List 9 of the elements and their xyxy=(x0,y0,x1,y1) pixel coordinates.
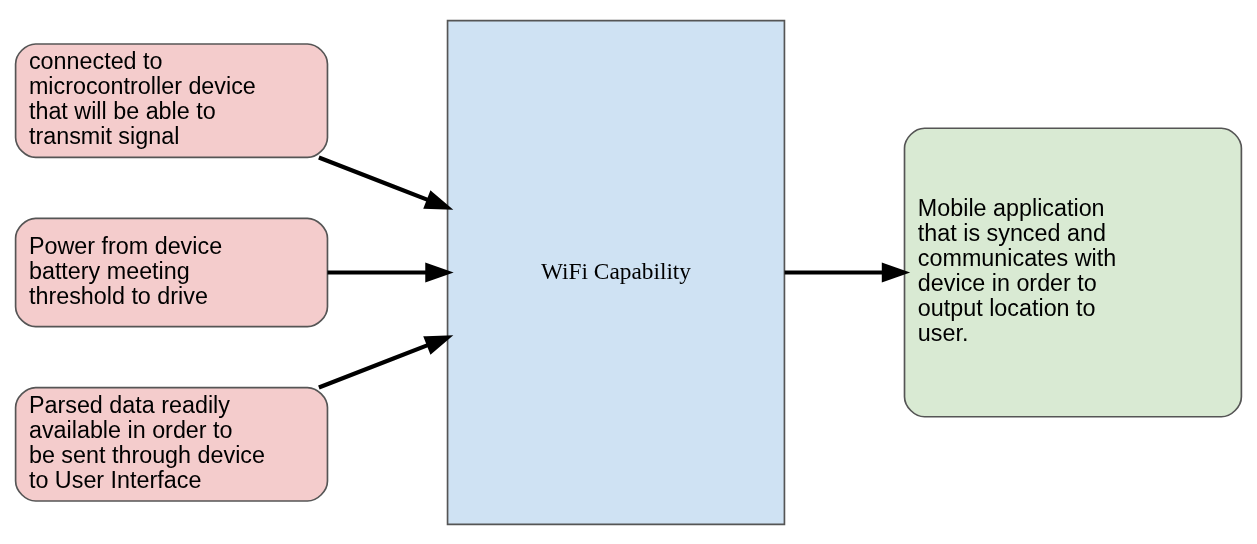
node-box: WiFi Capability xyxy=(446,19,786,525)
arrow xyxy=(318,334,454,389)
node-box: connected to microcontroller device that will be able to transmit signal xyxy=(14,42,329,158)
node-box: Power from device battery meeting threshold to drive xyxy=(14,216,329,328)
node-box: Parsed data readily available in order to be sent through device to User Interface xyxy=(14,386,329,502)
arrow xyxy=(327,262,454,282)
node-box: Mobile application that is synced and communicates with device in order to output location to user. xyxy=(903,126,1243,418)
arrow xyxy=(784,262,911,282)
arrow xyxy=(318,155,454,210)
